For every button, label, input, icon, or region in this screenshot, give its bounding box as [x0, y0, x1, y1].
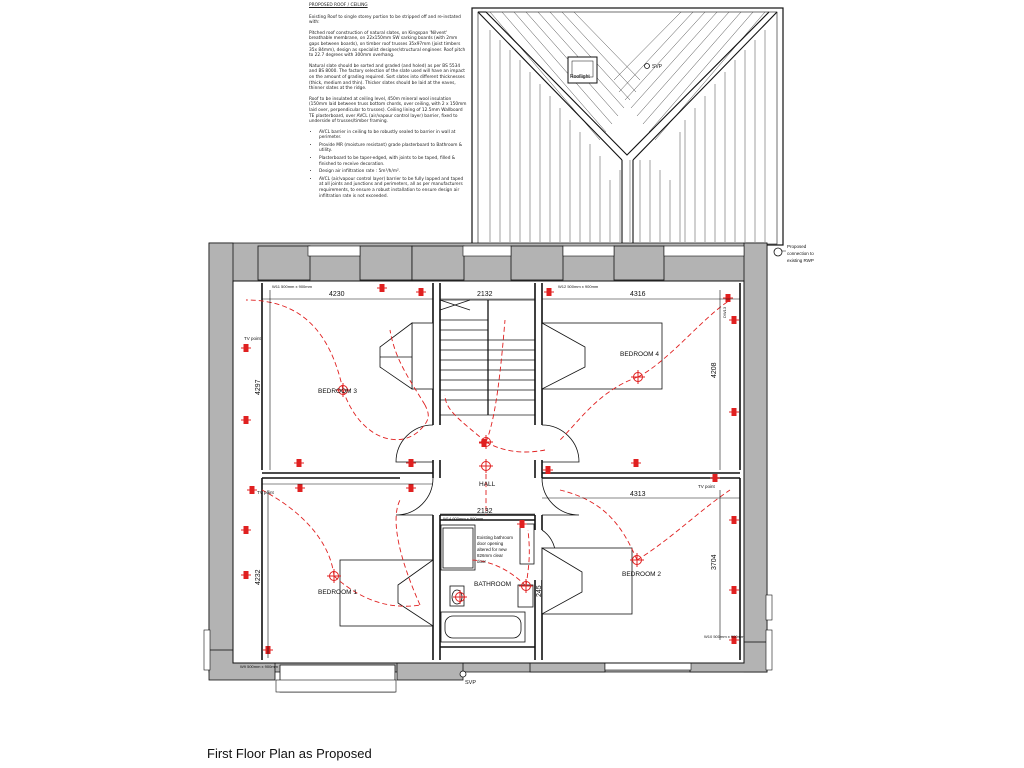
window-tags: W11 500mm x 900mm W12 500mm x 900mm W14 … — [240, 284, 745, 669]
dimension-texts: 4230 2132 4316 4313 2132 4297 4208 4232 … — [255, 291, 718, 597]
dim-2132-bath: 2132 — [477, 508, 493, 515]
bath-note-5: door — [477, 559, 487, 564]
rwp-note-1: Proposed — [787, 244, 807, 249]
dimension-lines — [262, 290, 740, 658]
dim-2132-top: 2132 — [477, 291, 493, 298]
bath-note-1: Existing bathroom — [477, 535, 513, 540]
bathroom-fittings — [440, 523, 535, 643]
dim-4232: 4232 — [255, 569, 262, 585]
tv-point-bed2: TV point — [698, 484, 716, 489]
dim-4297: 4297 — [255, 379, 262, 395]
notes-bullet: AVCL barrier in ceiling to be robustly s… — [319, 130, 467, 141]
svp-bottom-label: SVP — [465, 680, 476, 686]
rwp-note-3: existing RWP — [787, 258, 814, 263]
svp-bottom-pipe — [459, 670, 467, 678]
notes-bullet-list: AVCL barrier in ceiling to be robustly s… — [309, 130, 467, 200]
notes-para-1: Existing Roof to single storey portion t… — [309, 14, 461, 26]
bath-note-3: altered for new — [477, 547, 508, 552]
beds — [339, 322, 663, 627]
dim-3704: 3704 — [711, 554, 718, 570]
notes-bullet: AVCL (air/vapour control layer) barrier … — [319, 177, 467, 199]
lighting-circuits — [245, 299, 731, 607]
notes-bullet: Plasterboard to be taper-edged, with joi… — [319, 156, 467, 167]
dim-4316: 4316 — [630, 291, 646, 298]
room-bedroom-1: BEDROOM 1 — [318, 589, 357, 596]
roof-spec-notes: PROPOSED ROOF / CEILING Existing Roof to… — [309, 3, 467, 201]
window-tag-w10: W10 500mm x 900mm — [704, 634, 745, 639]
room-hall: HALL — [479, 481, 496, 488]
notes-bullet: Design air infiltration rate : 5m³/h/m². — [319, 169, 467, 175]
rwp-note-2: connection to — [787, 251, 814, 256]
notes-para-4: Roof to be insulated at ceiling level, 4… — [309, 96, 467, 125]
room-bedroom-2: BEDROOM 2 — [622, 571, 661, 578]
roof-plan: Rooflight SVP Proposed connection to exi… — [469, 7, 814, 263]
notes-bullet: Provide MR (moisture resistant) grade pl… — [319, 143, 467, 154]
dim-4230: 4230 — [329, 291, 345, 298]
rooflight-label: Rooflight — [570, 74, 590, 80]
window-tag-dw13: DW13 — [722, 306, 727, 318]
room-labels: BEDROOM 3 BEDROOM 4 HALL BEDROOM 1 BEDRO… — [318, 351, 661, 596]
room-bedroom-4: BEDROOM 4 — [620, 351, 659, 358]
room-bedroom-3: BEDROOM 3 — [318, 388, 357, 395]
notes-para-2: Pitched roof construction of natural sla… — [309, 30, 466, 59]
bath-note-4: 826mm clear — [477, 553, 504, 558]
window-tag-w14: W14 600mm x 900mm — [443, 516, 484, 521]
bath-note-2: door opening — [477, 541, 504, 546]
drawing-caption: First Floor Plan as Proposed — [207, 746, 372, 761]
notes-para-3: Natural slate should be sorted and grade… — [309, 63, 465, 92]
room-bathroom: BATHROOM — [474, 581, 511, 588]
window-tag-w11: W11 500mm x 900mm — [272, 284, 313, 289]
window-tag-w9: W9 500mm x 900mm — [240, 664, 279, 669]
dim-4208: 4208 — [711, 362, 718, 378]
tv-point-bed3: TV point — [244, 336, 262, 341]
dim-4313: 4313 — [630, 491, 646, 498]
window-openings — [203, 245, 773, 693]
tv-point-bed1: TV point — [257, 490, 275, 495]
svp-roof-label: SVP — [652, 64, 663, 70]
misc-labels: TV point TV point TV point Existing bath… — [244, 336, 716, 686]
dim-245: 245 — [536, 585, 543, 597]
notes-title: PROPOSED ROOF / CEILING — [309, 3, 368, 8]
window-tag-w12: W12 500mm x 900mm — [558, 284, 599, 289]
